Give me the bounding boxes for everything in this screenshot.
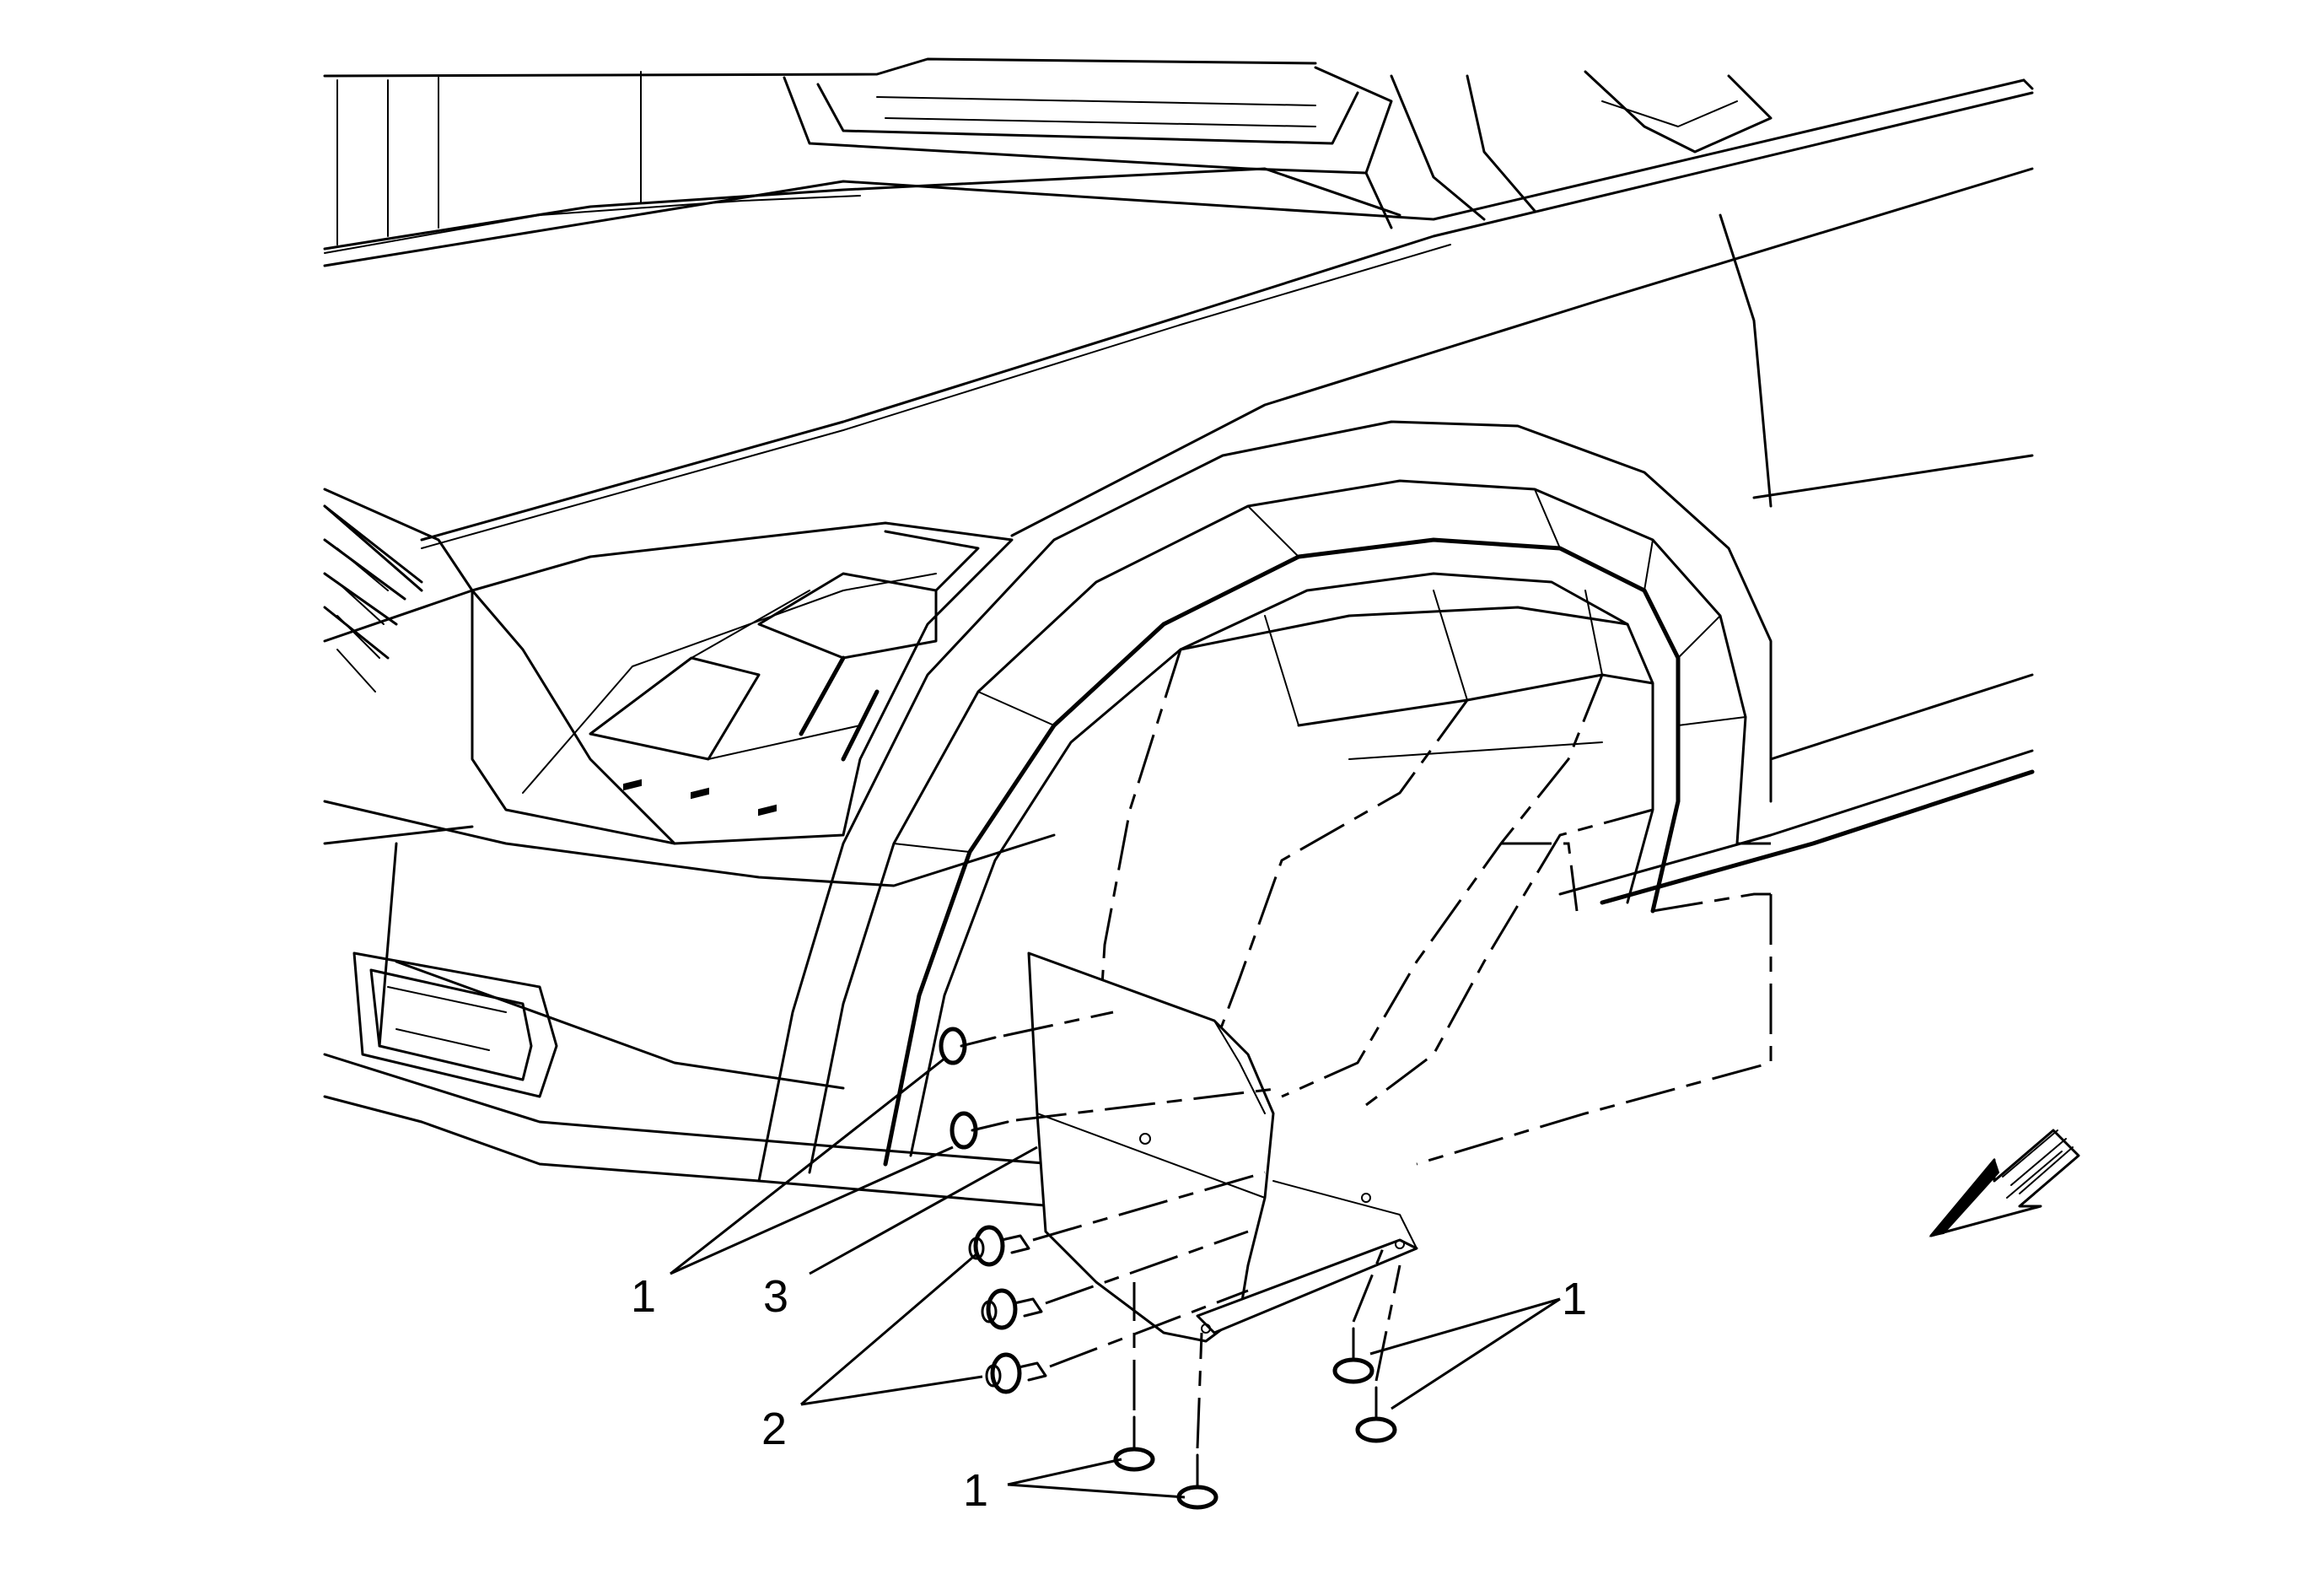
callout-1-right: 1 bbox=[1562, 1274, 1587, 1324]
push-clip-1 bbox=[968, 1171, 1266, 1267]
callout-leaders bbox=[670, 1057, 1561, 1499]
screw-upper-2 bbox=[950, 1086, 1283, 1150]
push-clip-2 bbox=[981, 1230, 1249, 1330]
callout-1-bottom: 1 bbox=[963, 1465, 988, 1516]
front-direction-arrow-icon bbox=[1929, 1129, 2080, 1237]
screw-right-1 bbox=[1332, 1248, 1385, 1384]
push-clip-3 bbox=[985, 1289, 1249, 1394]
screw-bottom-1 bbox=[1113, 1282, 1155, 1472]
splash-shield-part bbox=[1027, 951, 1418, 1343]
vehicle-body bbox=[323, 57, 2035, 1208]
wheel-arch-flare bbox=[757, 420, 1773, 1183]
screw-bottom-2 bbox=[1176, 1332, 1218, 1510]
callout-1-left: 1 bbox=[631, 1271, 656, 1322]
callout-labels: 1 3 2 1 1 bbox=[631, 1271, 1587, 1516]
fasteners bbox=[939, 1011, 1401, 1510]
callout-2: 2 bbox=[761, 1404, 787, 1454]
callout-3: 3 bbox=[763, 1271, 788, 1322]
screw-right-2 bbox=[1355, 1264, 1401, 1443]
screw-upper-1 bbox=[939, 1011, 1114, 1065]
